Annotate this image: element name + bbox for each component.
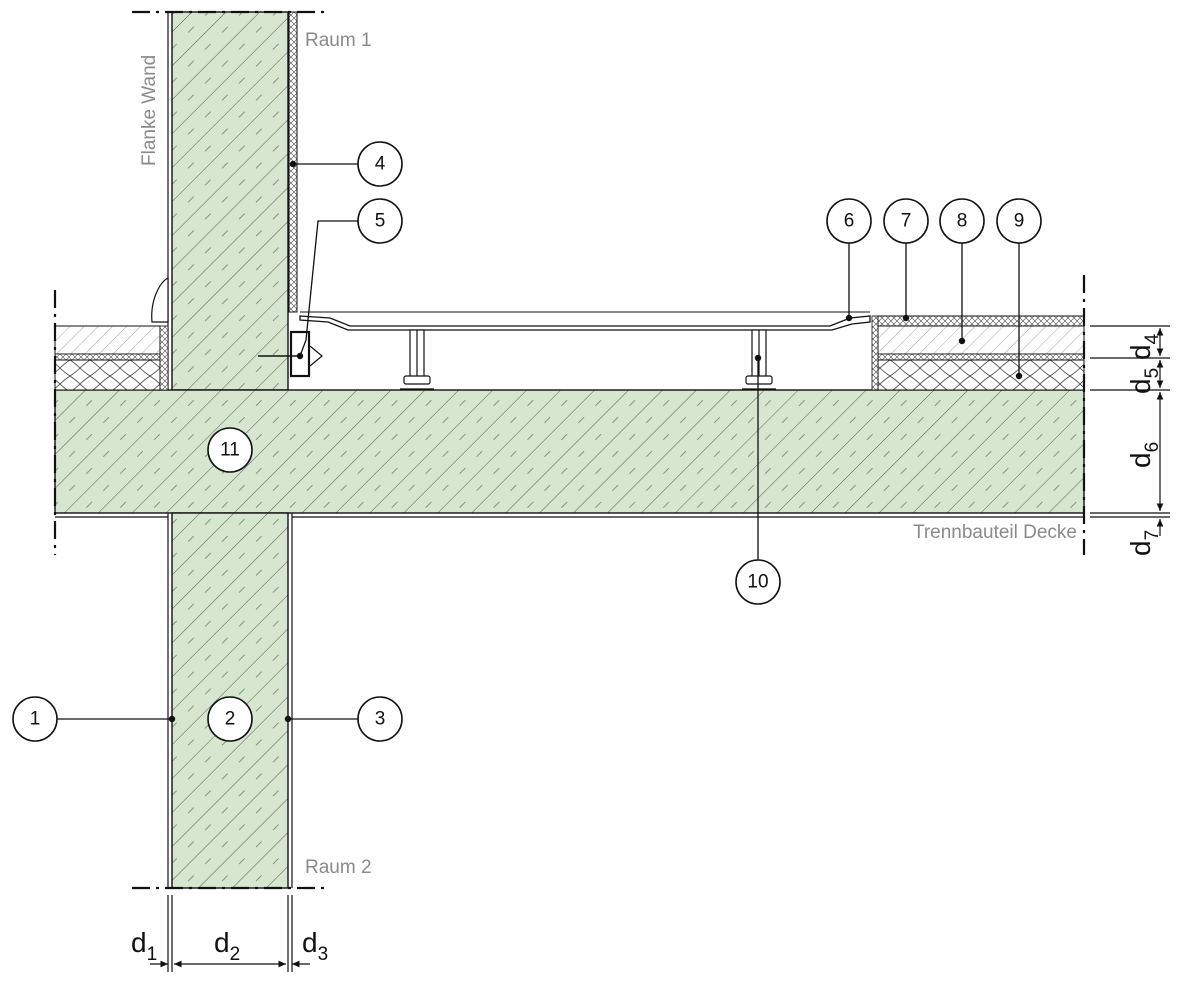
dimension-lines-bottom (150, 895, 310, 972)
break-lines (53, 10, 1086, 890)
separating-ceiling-label: Trennbauteil Decke (913, 522, 1077, 543)
room-bottom-label: Raum 2 (305, 857, 372, 878)
svg-text:9: 9 (1014, 211, 1025, 232)
dim-d2-label: d2 (214, 927, 240, 965)
dim-d6-label: d6 (1125, 442, 1163, 468)
dim-d7-label: d7 (1125, 530, 1163, 556)
svg-text:11: 11 (220, 440, 240, 461)
svg-text:10: 10 (747, 572, 768, 593)
dim-d1-label: d1 (131, 927, 157, 965)
callout-9: 9 (996, 198, 1042, 244)
floor-buildup-right (871, 315, 1085, 391)
callout-3: 3 (357, 696, 403, 742)
callout-10: 10 (735, 559, 781, 605)
svg-text:3: 3 (375, 709, 386, 730)
svg-text:6: 6 (844, 211, 855, 232)
callout-6: 6 (826, 198, 872, 244)
svg-text:1: 1 (30, 709, 41, 730)
svg-text:5: 5 (375, 211, 386, 232)
callout-leaders (57, 160, 1023, 723)
callout-11: 11 (207, 427, 253, 473)
floor-buildup-left (54, 277, 169, 391)
flank-wall-label: Flanke Wand (139, 55, 160, 166)
svg-text:4: 4 (375, 154, 386, 175)
dim-d5-label: d5 (1125, 368, 1163, 394)
callout-8: 8 (939, 198, 985, 244)
callout-2: 2 (207, 696, 253, 742)
callout-7: 7 (883, 198, 929, 244)
dim-d3-label: d3 (302, 927, 328, 965)
callout-4: 4 (357, 141, 403, 187)
svg-text:8: 8 (957, 211, 968, 232)
callout-1: 1 (12, 696, 58, 742)
dim-d4-label: d4 (1125, 333, 1163, 360)
svg-text:7: 7 (901, 211, 912, 232)
drain-tray (258, 311, 871, 390)
dimension-lines-right (1090, 325, 1170, 536)
svg-text:2: 2 (225, 709, 236, 730)
room-top-label: Raum 1 (305, 30, 372, 51)
callout-5: 5 (357, 198, 403, 244)
